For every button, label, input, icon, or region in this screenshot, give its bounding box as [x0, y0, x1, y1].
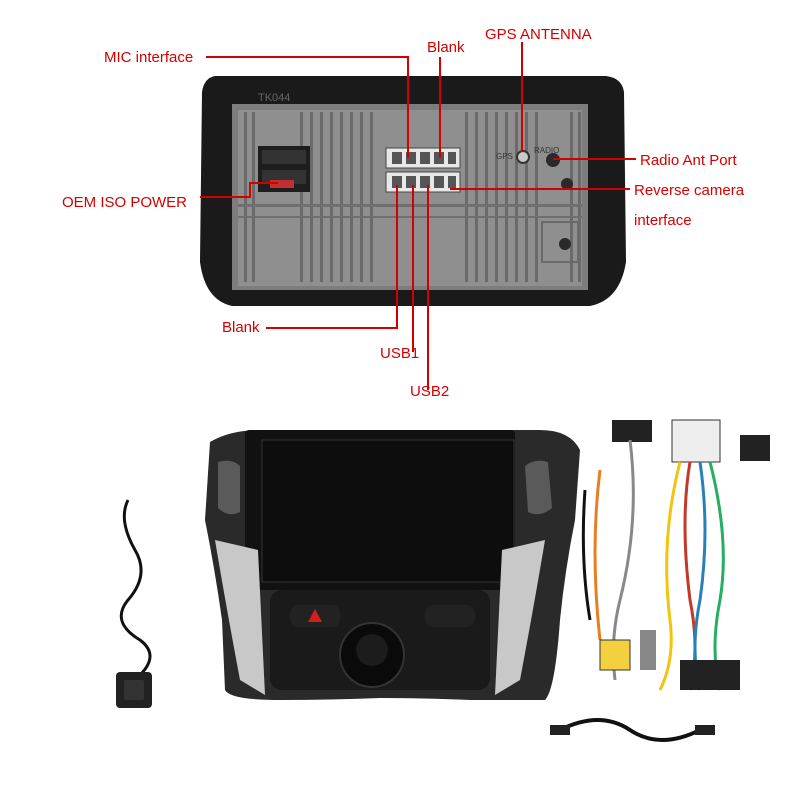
gps-antenna-label: GPS ANTENNA	[485, 26, 592, 43]
oem-iso-power-label: OEM ISO POWER	[62, 194, 188, 211]
head-unit-bezel	[205, 430, 580, 700]
gps-port-marking: GPS	[496, 152, 513, 161]
reverse-camera-label-line2: interface	[634, 212, 692, 229]
radio-port-marking: RADIO	[534, 146, 560, 155]
callout-lines	[200, 42, 636, 390]
reverse-camera-label-line1: Reverse camera	[634, 182, 745, 199]
wiring-harness	[550, 419, 770, 742]
usb2-label: USB2	[410, 383, 450, 400]
blank-top-label: Blank	[427, 39, 465, 56]
rear-unit-illustration	[200, 42, 636, 390]
gps-port	[516, 150, 530, 164]
gps-antenna-accessory	[116, 499, 152, 708]
heatsink-fins	[244, 112, 581, 282]
model-marking: TK044	[258, 92, 291, 104]
mic-interface-label: MIC interface	[104, 49, 194, 66]
radio-ant-port-label: Radio Ant Port	[640, 152, 737, 169]
product-photo	[116, 419, 770, 742]
blank-bottom-label: Blank	[222, 319, 260, 336]
usb1-label: USB1	[380, 345, 420, 362]
